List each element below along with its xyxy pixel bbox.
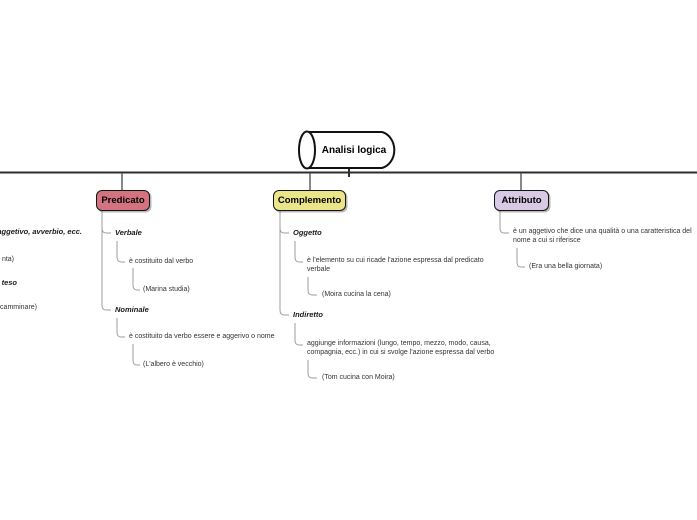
topic-nominale-example[interactable]: (L'albero è vecchio) xyxy=(143,361,204,368)
offscreen-fragment-1[interactable]: e, aggetivo, avverbio, ecc. xyxy=(0,227,82,236)
topic-attributo-example[interactable]: (Era una bella giornata) xyxy=(529,263,603,270)
topic-oggetto-desc[interactable]: è l'elemento su cui ricade l'azione espr… xyxy=(307,257,484,273)
node-predicato[interactable]: Predicato xyxy=(96,190,150,211)
topic-verbale-example[interactable]: (Marina studia) xyxy=(143,286,190,293)
topic-indiretto-desc[interactable]: aggiunge informazioni (lungo, tempo, mez… xyxy=(307,340,495,356)
topic-indiretto[interactable]: Indiretto xyxy=(293,310,323,319)
topic-verbale[interactable]: Verbale xyxy=(115,228,142,237)
topic-verbale-desc[interactable]: è costituito dal verbo xyxy=(129,258,194,265)
offscreen-fragment-4[interactable]: camminare) xyxy=(0,304,37,311)
topic-nominale[interactable]: Nominale xyxy=(115,305,149,314)
offscreen-fragment-3[interactable]: teso xyxy=(1,278,17,287)
root-node[interactable]: Analisi logica xyxy=(321,144,387,156)
node-complemento[interactable]: Complemento xyxy=(273,190,346,211)
topic-attributo-desc[interactable]: è un aggetivo che dice una qualità o una… xyxy=(513,228,692,244)
offscreen-fragment-2[interactable]: nta) xyxy=(1,256,14,263)
topic-nominale-desc[interactable]: è costituito da verbo essere e aggerivo … xyxy=(129,333,275,340)
root-cylinder-shape xyxy=(298,130,396,170)
node-attributo[interactable]: Attributo xyxy=(494,190,549,211)
topic-oggetto-example[interactable]: (Moira cucina la cena) xyxy=(322,291,391,298)
topic-oggetto[interactable]: Oggetto xyxy=(293,228,322,237)
topic-indiretto-example[interactable]: (Tom cucina con Moira) xyxy=(322,374,395,381)
